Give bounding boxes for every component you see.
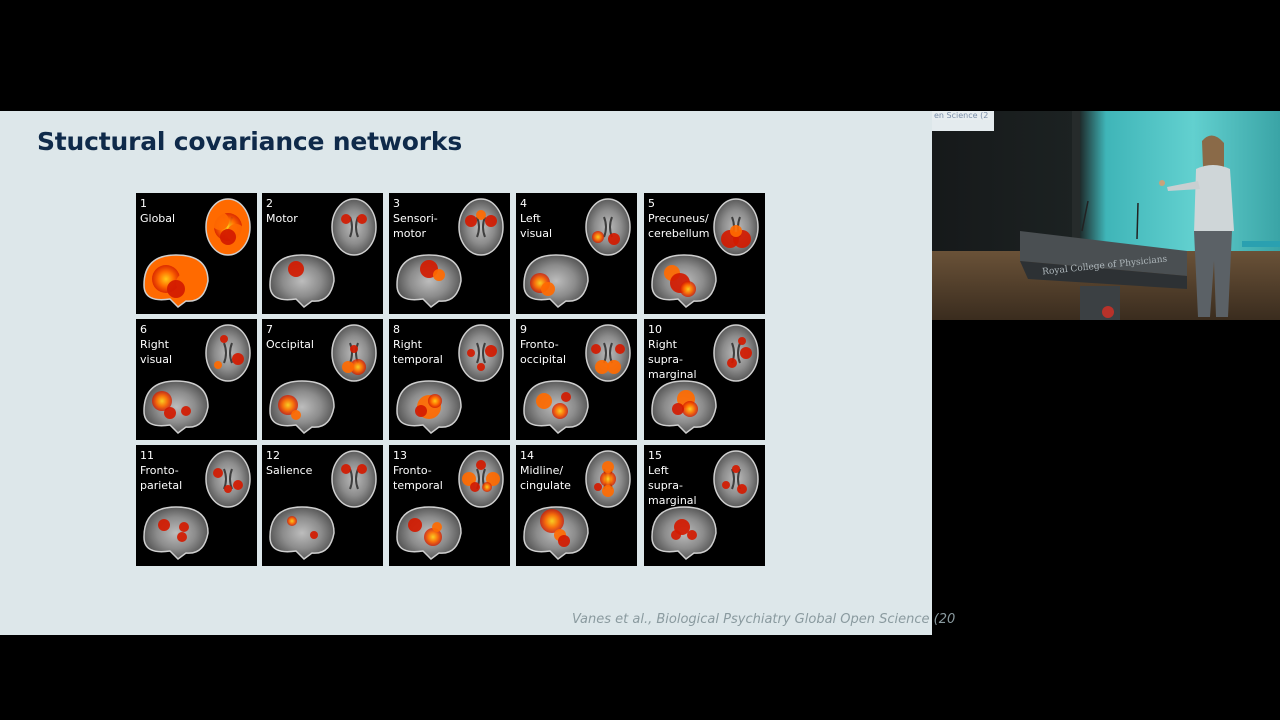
brain-heatmap-image [651,324,759,434]
network-tile: 11 Fronto- parietal [136,445,257,566]
network-tile: 14 Midline/ cingulate [516,445,637,566]
speaker-scene-image [932,111,1280,320]
slide-title: Stuctural covariance networks [37,127,463,156]
network-label: 5 Precuneus/ cerebellum [648,197,710,240]
network-tile: 15 Left supra- marginal [644,445,765,566]
network-tile: 10 Right supra- marginal [644,319,765,440]
brain-heatmap-image [651,450,759,560]
network-grid: 1 Global 2 Motor 3 Sensori- motor 4 Left vi… [136,193,766,567]
network-tile: 6 Right visual [136,319,257,440]
network-tile: 13 Fronto- temporal [389,445,510,566]
brain-heatmap-image [523,324,631,434]
network-label: 4 Left visual [520,197,553,240]
network-label: 9 Fronto- occipital [520,323,567,366]
brain-heatmap-image [269,324,377,434]
slide-citation: Vanes et al., Biological Psychiatry Glob… [572,612,956,627]
network-tile: 4 Left visual [516,193,637,314]
speaker-video-inset: en Science (2 Royal College of Physician… [932,111,1280,320]
network-label: 12 Salience [266,449,313,477]
brain-heatmap-image [269,450,377,560]
brain-heatmap-image [269,198,377,308]
network-label: 3 Sensori- motor [393,197,438,240]
brain-heatmap-image [396,450,504,560]
projector-screen-text: en Science (2 [932,111,991,120]
brain-heatmap-image [396,324,504,434]
brain-heatmap-image [396,198,504,308]
network-tile: 8 Right temporal [389,319,510,440]
network-tile: 1 Global [136,193,257,314]
brain-heatmap-image [143,324,251,434]
brain-heatmap-image [651,198,759,308]
network-label: 8 Right temporal [393,323,443,366]
brain-heatmap-image [143,450,251,560]
network-label: 11 Fronto- parietal [140,449,183,492]
network-tile: 7 Occipital [262,319,383,440]
network-label: 6 Right visual [140,323,173,366]
network-label: 13 Fronto- temporal [393,449,443,492]
brain-heatmap-image [143,198,251,308]
network-tile: 2 Motor [262,193,383,314]
network-tile: 3 Sensori- motor [389,193,510,314]
network-label: 7 Occipital [266,323,314,351]
presentation-slide: Stuctural covariance networks 1 Global 2 … [0,111,955,635]
network-tile: 9 Fronto- occipital [516,319,637,440]
network-label: 2 Motor [266,197,298,225]
network-label: 15 Left supra- marginal [648,449,697,507]
brain-heatmap-image [523,450,631,560]
network-tile: 12 Salience [262,445,383,566]
network-label: 10 Right supra- marginal [648,323,697,381]
network-label: 14 Midline/ cingulate [520,449,571,492]
network-tile: 5 Precuneus/ cerebellum [644,193,765,314]
brain-heatmap-image [523,198,631,308]
network-label: 1 Global [140,197,176,225]
